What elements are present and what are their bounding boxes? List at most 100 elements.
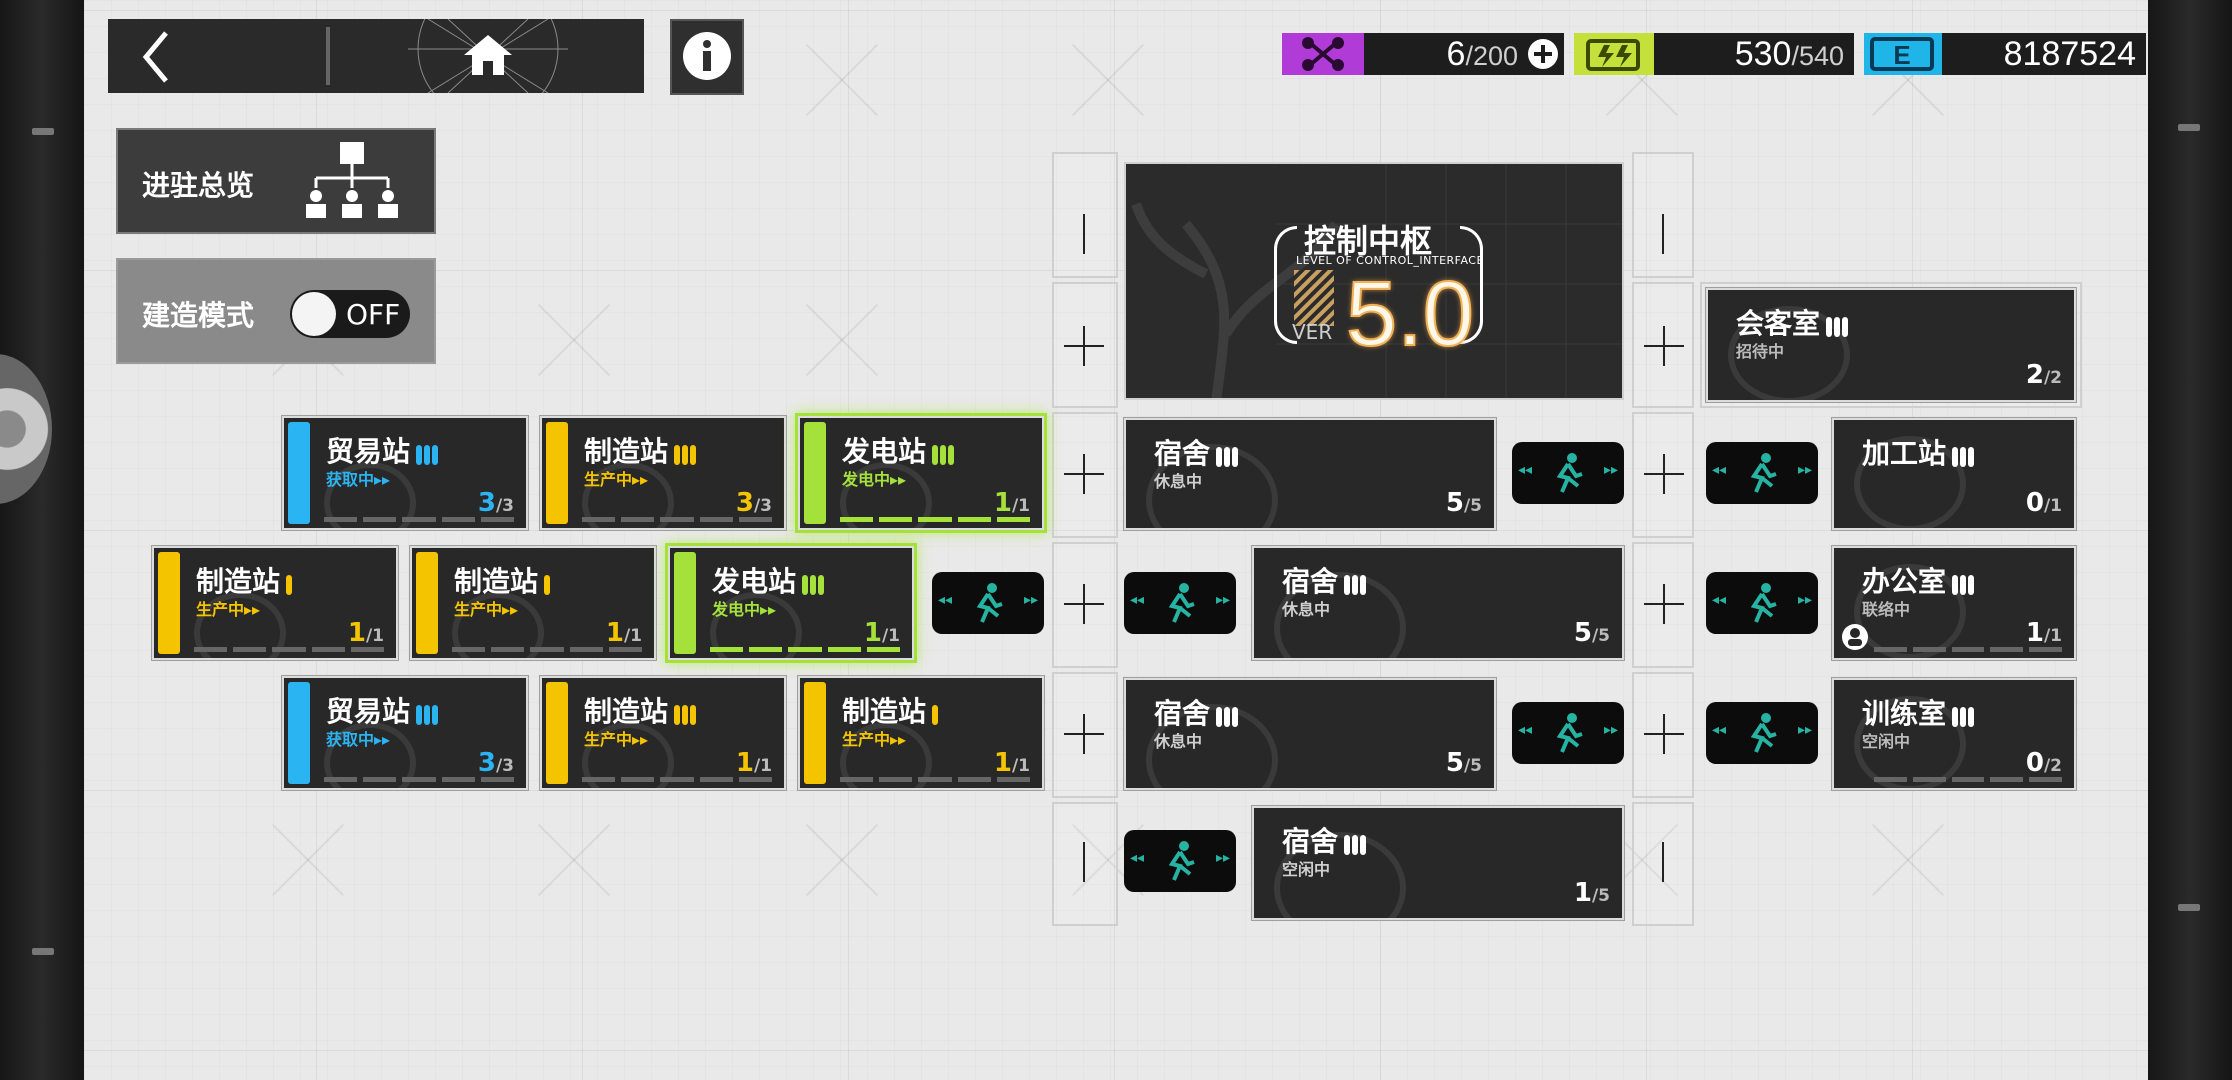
slot-marker [1083, 214, 1085, 254]
room-bg-icon [324, 462, 416, 528]
add-drone-button[interactable] [1528, 39, 1558, 69]
room-occupancy: 1/1 [993, 748, 1030, 778]
empty-slot[interactable] [1052, 412, 1118, 538]
arrow-left-icon: ◂◂ [1130, 592, 1145, 608]
office-room[interactable]: 办公室 联络中 1/1 [1832, 546, 2076, 660]
room-name: 制造站 [196, 560, 294, 600]
factory-room[interactable]: 制造站 生产中▸▸ 1/1 [410, 546, 656, 660]
home-icon [464, 35, 512, 75]
power-plant-room[interactable]: 发电站 发电中▸▸ 1/1 [668, 546, 914, 660]
room-name: 宿舍 [1282, 820, 1368, 860]
corridor-stairs[interactable]: ◂◂ ▸▸ [1706, 702, 1818, 764]
progress-bar [582, 777, 773, 782]
progress-bar [840, 517, 1031, 522]
room-occupancy: 3/3 [477, 488, 514, 518]
drone-counter: 6/200 [1282, 33, 1564, 75]
running-man-icon [976, 583, 1003, 623]
workshop-room[interactable]: 加工站 0/1 [1832, 418, 2076, 530]
dormitory-room[interactable]: 宿舍 休息中 5/5 [1252, 546, 1624, 660]
version-label: VER [1292, 320, 1333, 344]
empty-slot[interactable] [1052, 152, 1118, 278]
control-center-subtitle: LEVEL OF CONTROL_INTERFACE [1296, 254, 1484, 267]
progress-bar [194, 647, 385, 652]
corridor-stairs[interactable]: ◂◂ ▸▸ [1512, 702, 1624, 764]
room-status: 空闲中 [1862, 732, 1911, 751]
room-name: 制造站 [454, 560, 552, 600]
room-occupancy: 5/5 [1573, 618, 1610, 648]
reception-room[interactable]: 会客室 招待中 2/2 [1706, 288, 2076, 402]
room-type-stripe [416, 552, 438, 654]
back-button[interactable] [108, 19, 326, 93]
svg-text:E: E [1893, 40, 1910, 70]
dormitory-room[interactable]: 宿舍 休息中 5/5 [1124, 418, 1496, 530]
slot-marker [1644, 326, 1684, 366]
room-name: 制造站 [842, 690, 940, 730]
hatch-icon [1294, 270, 1334, 326]
contact-icon [1842, 624, 1868, 650]
room-bg-icon [1854, 436, 1966, 528]
slot-marker [1064, 714, 1104, 754]
factory-room[interactable]: 制造站 生产中▸▸ 1/1 [540, 676, 786, 790]
progress-bar [324, 517, 515, 522]
dormitory-room[interactable]: 宿舍 休息中 5/5 [1124, 678, 1496, 790]
build-mode-toggle[interactable]: OFF [290, 290, 410, 338]
trade-post-room[interactable]: 贸易站 获取中▸▸ 3/3 [282, 416, 528, 530]
room-status: 休息中 [1154, 472, 1203, 491]
room-bg-icon [1854, 696, 1966, 788]
trade-post-room[interactable]: 贸易站 获取中▸▸ 3/3 [282, 676, 528, 790]
overview-button[interactable]: 进驻总览 [116, 128, 436, 234]
frame-mark [2178, 124, 2200, 131]
room-occupancy: 5/5 [1445, 488, 1482, 518]
room-occupancy: 2/2 [2025, 360, 2062, 390]
factory-room[interactable]: 制造站 生产中▸▸ 1/1 [152, 546, 398, 660]
room-bg-icon [1274, 832, 1406, 918]
training-room[interactable]: 训练室 空闲中 0/2 [1832, 678, 2076, 790]
room-name: 发电站 [842, 430, 956, 470]
empty-slot[interactable] [1052, 542, 1118, 668]
power-plant-room[interactable]: 发电站 发电中▸▸ 1/1 [798, 416, 1044, 530]
room-name: 贸易站 [326, 690, 440, 730]
room-name: 宿舍 [1154, 692, 1240, 732]
battery-icon [1574, 33, 1654, 75]
room-type-stripe [288, 422, 310, 524]
bg-decoration [802, 40, 882, 120]
room-status: 获取中▸▸ [326, 470, 391, 489]
corridor-stairs[interactable]: ◂◂ ▸▸ [1706, 442, 1818, 504]
plus-icon [1534, 45, 1552, 63]
slot-marker [1644, 714, 1684, 754]
tree-decoration-icon [1131, 164, 1622, 398]
room-occupancy: 1/1 [347, 618, 384, 648]
running-man-icon [1168, 583, 1195, 623]
room-occupancy: 1/5 [1573, 878, 1610, 908]
factory-room[interactable]: 制造站 生产中▸▸ 1/1 [798, 676, 1044, 790]
toggle-knob [292, 292, 336, 336]
empty-slot[interactable] [1052, 802, 1118, 926]
room-name: 办公室 [1862, 560, 1976, 600]
corridor-stairs[interactable]: ◂◂ ▸▸ [1124, 830, 1236, 892]
room-bg-icon [1146, 444, 1278, 528]
dormitory-room[interactable]: 宿舍 空闲中 1/5 [1252, 806, 1624, 920]
empty-slot[interactable] [1632, 152, 1694, 278]
corridor-stairs[interactable]: ◂◂ ▸▸ [1512, 442, 1624, 504]
right-frame [2148, 0, 2232, 1080]
sanity-max: /540 [1791, 41, 1844, 71]
arrow-left-icon: ◂◂ [938, 592, 953, 608]
room-type-stripe [158, 552, 180, 654]
arrow-right-icon: ▸▸ [1603, 462, 1618, 478]
chevron-left-icon [142, 31, 168, 83]
room-name: 贸易站 [326, 430, 440, 470]
progress-bar [324, 777, 515, 782]
corridor-stairs[interactable]: ◂◂ ▸▸ [932, 572, 1044, 634]
corridor-stairs[interactable]: ◂◂ ▸▸ [1124, 572, 1236, 634]
factory-room[interactable]: 制造站 生产中▸▸ 3/3 [540, 416, 786, 530]
slot-marker [1064, 584, 1104, 624]
org-chart-icon [306, 142, 398, 218]
empty-slot[interactable] [1052, 672, 1118, 798]
info-button[interactable] [670, 19, 744, 95]
home-button[interactable] [388, 19, 608, 93]
frame-mark [32, 128, 54, 135]
room-bg-icon [1146, 704, 1278, 788]
drone-icon [1282, 33, 1364, 75]
corridor-stairs[interactable]: ◂◂ ▸▸ [1706, 572, 1818, 634]
control-center-room[interactable]: 控制中枢 LEVEL OF CONTROL_INTERFACE VER 5.0 [1124, 162, 1624, 400]
